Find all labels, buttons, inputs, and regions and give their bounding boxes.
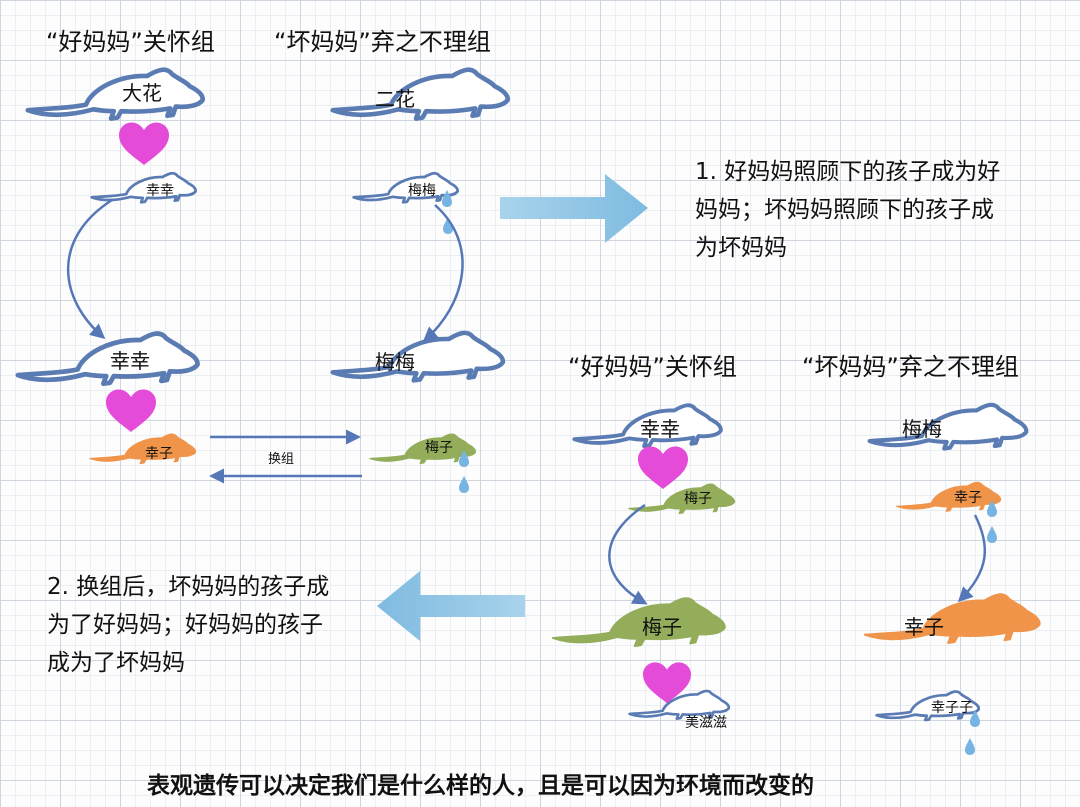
- tear-drop-icon: [987, 500, 997, 517]
- mouse-dahua: [28, 70, 203, 119]
- curve-arrow: [66, 198, 113, 339]
- mouse-label-meizizi: 美滋滋: [685, 715, 727, 731]
- big-arrow-right: [500, 174, 648, 243]
- note-1: 1. 好妈妈照顾下的孩子成为好妈妈；坏妈妈照顾下的孩子成为坏妈妈: [695, 159, 1001, 261]
- curve-arrow: [957, 514, 986, 603]
- tear-drop-icon: [970, 710, 980, 727]
- tear-drop-icon: [442, 190, 452, 207]
- mouse-label-xingzizi: 幸子子: [931, 700, 973, 716]
- note-2: 2. 换组后，坏妈妈的孩子成为了好妈妈；好妈妈的孩子成为了坏妈妈: [47, 574, 330, 676]
- big-arrow-left: [377, 571, 525, 641]
- tear-drop-icon: [987, 526, 997, 543]
- mouse-label-xingzi-adult: 幸子: [904, 615, 944, 639]
- curve-arrow: [608, 503, 648, 605]
- mouse-meimei-right: [870, 405, 1027, 449]
- heart-icon: [638, 446, 688, 489]
- mouse-xingxing-baby: [90, 171, 198, 204]
- mouse-erhua: [333, 70, 508, 119]
- mouse-label-xingxing-baby: 幸幸: [146, 183, 174, 199]
- mouse-label-meimei-right: 梅梅: [902, 417, 942, 441]
- mouse-label-xingzi-left: 幸子: [145, 446, 173, 462]
- mouse-label-dahua: 大花: [122, 81, 162, 105]
- curve-arrow: [422, 204, 464, 342]
- mouse-label-meizi-left: 梅子: [425, 440, 453, 456]
- mouse-label-xingxing-adult: 幸幸: [110, 349, 150, 373]
- tear-drop-icon: [443, 217, 453, 234]
- mouse-label-meimei-adult: 梅梅: [375, 350, 415, 374]
- heart-icon: [643, 662, 691, 704]
- group-title-good-right: “好妈妈”关怀组: [568, 353, 737, 381]
- group-title-bad-top: “坏妈妈”弃之不理组: [274, 28, 491, 56]
- mouse-label-meizi-baby: 梅子: [684, 491, 712, 507]
- mouse-xingzi-left: [89, 433, 197, 465]
- mouse-xingzi-baby: [896, 481, 1002, 512]
- mouse-meimei-adult: [333, 333, 503, 380]
- tear-drop-icon: [459, 476, 469, 493]
- mouse-label-meizi-adult: 梅子: [642, 615, 682, 639]
- mouse-label-meimei-baby: 梅梅: [408, 183, 436, 199]
- heart-icon: [119, 122, 169, 165]
- group-title-bad-right: “坏妈妈”弃之不理组: [802, 353, 1019, 381]
- mouse-meimei-baby: [352, 171, 460, 204]
- mouse-label-erhua: 二花: [375, 87, 415, 111]
- tear-drop-icon: [459, 450, 469, 467]
- heart-icon: [106, 389, 156, 432]
- mouse-xingzi-adult: [863, 593, 1041, 644]
- mouse-label-xingxing-right: 幸幸: [640, 417, 680, 441]
- group-title-good-top: “好妈妈”关怀组: [46, 28, 215, 56]
- mouse-xingxing-adult: [18, 334, 198, 384]
- swap-label: 换组: [268, 452, 295, 467]
- footer-caption: 表观遗传可以决定我们是什么样的人，且是可以因为环境而改变的: [147, 773, 814, 799]
- mouse-meizi-adult: [551, 597, 726, 648]
- tear-drop-icon: [965, 738, 975, 755]
- mouse-meizi-baby: [628, 483, 736, 515]
- mouse-label-xingzi-baby: 幸子: [954, 490, 982, 506]
